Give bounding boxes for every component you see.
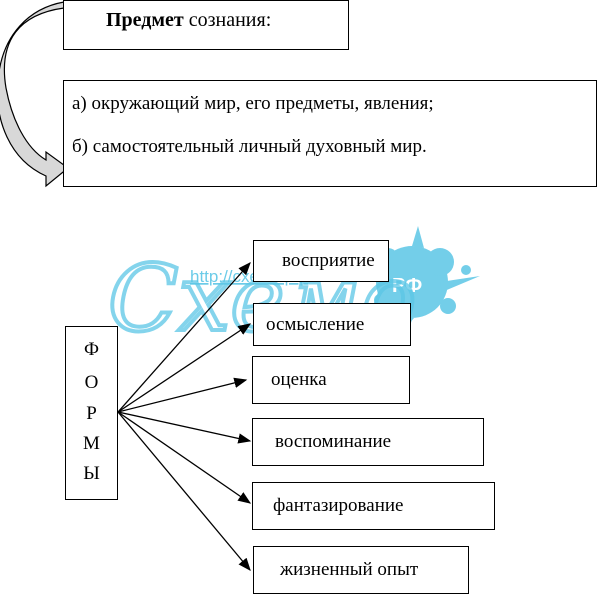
form-box-comprehension: осмысление [253, 303, 411, 346]
subject-item-b: б) самостоятельный личный духовный мир. [72, 136, 427, 157]
forms-letter: Ы [83, 463, 100, 484]
arrow-to-perception [117, 262, 251, 413]
subject-items-box: а) окружающий мир, его предметы, явления… [63, 80, 597, 187]
arrow-to-evaluation [117, 377, 248, 413]
forms-letter: Р [86, 403, 97, 424]
form-box-evaluation: оценка [252, 356, 410, 404]
form-label: осмысление [266, 313, 365, 335]
form-label: фантазирование [273, 495, 404, 516]
forms-box: Ф О Р М Ы [65, 326, 118, 500]
curved-arrow [0, 1, 69, 188]
subject-title-box: Предмет сознания: [63, 0, 349, 50]
form-box-fantasizing: фантазирование [252, 482, 495, 530]
form-label: восприятие [282, 250, 375, 271]
arrow-to-comprehension [117, 323, 252, 413]
subject-item-a: а) окружающий мир, его предметы, явления… [72, 93, 434, 114]
arrow-to-fantasizing [117, 411, 252, 504]
arrow-to-recollection [117, 411, 252, 444]
form-label: жизненный опыт [280, 559, 419, 580]
form-box-perception: восприятие [253, 240, 389, 282]
subject-title-bold: Предмет [106, 9, 184, 31]
form-box-life-experience: жизненный опыт [253, 546, 469, 594]
forms-letter: О [84, 372, 99, 393]
form-label: оценка [271, 369, 327, 390]
form-box-recollection: воспоминание [252, 418, 484, 466]
forms-letter: М [83, 433, 100, 454]
watermark-badge: РФ [392, 275, 422, 297]
subject-title-rest: сознания: [183, 9, 272, 31]
form-label: воспоминание [275, 431, 392, 452]
arrow-to-life-experience [117, 411, 251, 571]
forms-letter: Ф [83, 339, 99, 360]
